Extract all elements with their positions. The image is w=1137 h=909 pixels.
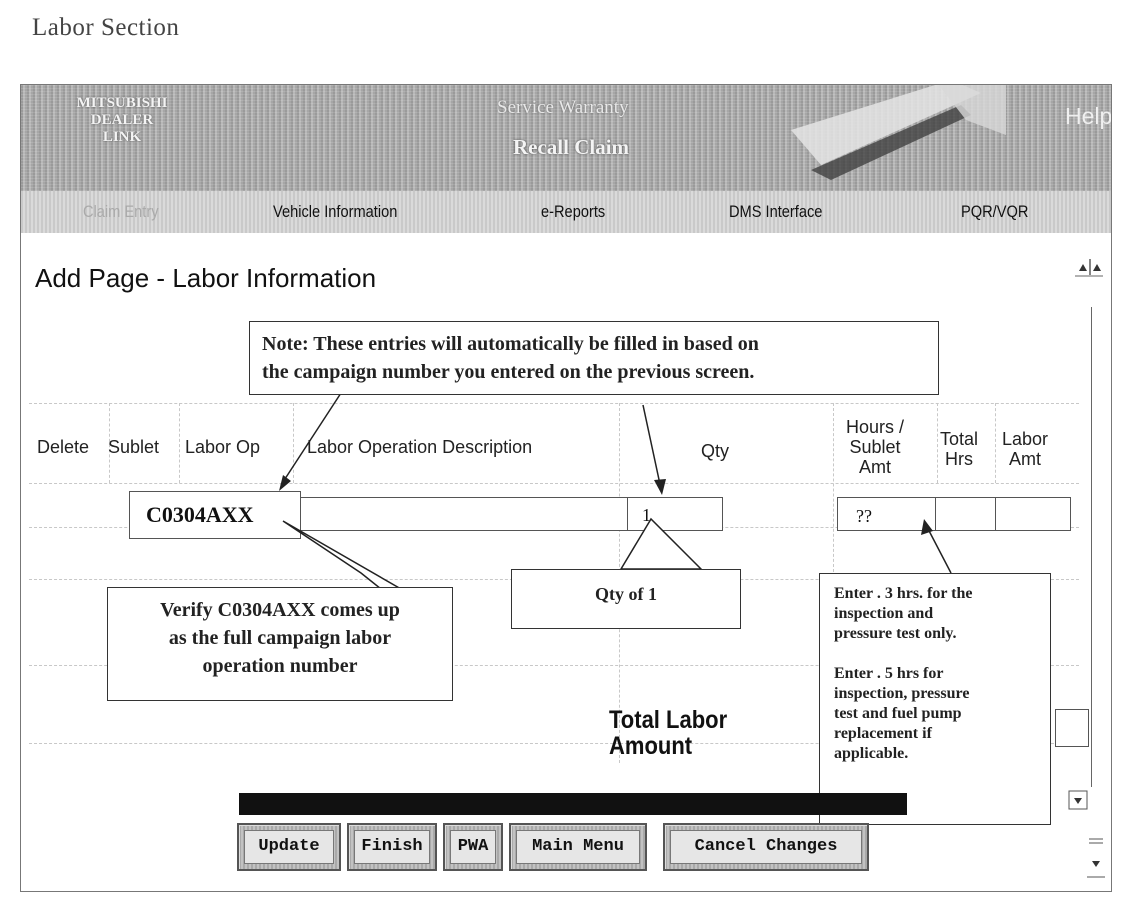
col-header-labor-amt: Labor Amt	[997, 429, 1053, 469]
callout-line: pressure test only.	[834, 625, 957, 642]
recall-claim-title: Recall Claim	[513, 135, 630, 159]
update-button[interactable]: Update	[237, 823, 341, 871]
callout-line: the campaign number you entered on the p…	[262, 361, 755, 383]
total-label-line: Amount	[609, 732, 693, 760]
col-header-sublet: Sublet	[108, 437, 160, 457]
content-title: Add Page - Labor Information	[35, 263, 377, 293]
button-face	[516, 830, 640, 864]
nav-item-e-reports[interactable]: e-Reports	[541, 202, 606, 221]
col-header-line: Sublet	[849, 437, 901, 457]
scrollbar-track[interactable]	[1091, 307, 1092, 787]
total-labor-amount-field[interactable]	[1055, 709, 1089, 747]
callout-line: inspection, pressure	[834, 685, 970, 702]
button-label: Cancel Changes	[694, 837, 838, 856]
callout-line: Verify C0304AXX comes up	[160, 599, 400, 621]
main-menu-button[interactable]: Main Menu	[509, 823, 647, 871]
callout-pointers	[279, 392, 952, 590]
hours-field[interactable]: ??	[837, 497, 937, 531]
button-face	[450, 830, 496, 864]
button-label: Finish	[361, 837, 423, 856]
header-banner: MITSUBISHI DEALER LINK Service Warranty …	[21, 85, 1111, 191]
callout-line: Enter . 3 hrs. for the	[834, 585, 973, 602]
dealer-link-logo[interactable]: MITSUBISHI DEALER LINK	[67, 95, 177, 146]
hours-value: ??	[856, 506, 872, 526]
callout-line: inspection and	[834, 605, 934, 622]
section-heading: Labor Section	[32, 14, 180, 41]
callout-line: replacement if	[834, 725, 932, 742]
col-header-labor-op: Labor Op	[185, 437, 261, 457]
labor-desc-field[interactable]	[299, 497, 629, 531]
button-face	[244, 830, 334, 864]
col-header-labor-desc: Labor Operation Description	[307, 437, 533, 457]
callout-line: test and fuel pump	[834, 705, 962, 722]
button-face	[670, 830, 862, 864]
qty-value: 1	[642, 505, 651, 525]
nav-item-pqr-vqr[interactable]: PQR/VQR	[961, 202, 1029, 221]
col-header-line: Hrs	[945, 449, 973, 469]
hours-callout: Enter . 3 hrs. for the inspection and pr…	[819, 573, 1051, 825]
verify-callout: Verify C0304AXX comes up as the full cam…	[107, 587, 453, 701]
cancel-changes-button[interactable]: Cancel Changes	[663, 823, 869, 871]
col-header-qty: Qty	[701, 441, 730, 461]
labor-amt-field[interactable]	[995, 497, 1071, 531]
labor-op-field[interactable]: C0304AXX	[129, 491, 301, 539]
col-header-line: Labor	[1001, 429, 1049, 449]
col-header-hours-sublet-amt: Hours / Sublet Amt	[837, 417, 913, 477]
total-labor-amount-label: Total Labor Amount	[609, 707, 727, 759]
button-bar	[239, 793, 907, 815]
scroll-up-icon[interactable]	[1073, 255, 1103, 277]
col-header-line: Total	[939, 429, 979, 449]
note-callout: Note: These entries will automatically b…	[249, 321, 939, 395]
scroll-down-icon[interactable]	[1085, 833, 1107, 883]
button-label: Main Menu	[532, 837, 624, 856]
logo-line: DEALER	[90, 112, 154, 128]
callout-line: operation number	[202, 655, 358, 677]
total-label-line: Total Labor	[609, 706, 728, 734]
col-header-delete: Delete	[37, 437, 90, 457]
button-face	[354, 830, 430, 864]
col-header-line: Hours /	[845, 417, 905, 437]
qty-callout: Qty of 1	[511, 569, 741, 629]
callout-line: as the full campaign labor	[168, 627, 392, 649]
labor-op-value: C0304AXX	[146, 502, 254, 527]
pwa-button[interactable]: PWA	[443, 823, 503, 871]
total-hrs-field[interactable]	[935, 497, 997, 531]
service-warranty-title: Service Warranty	[497, 97, 629, 118]
callout-spacer	[834, 644, 1050, 664]
callout-line: Enter . 5 hrs for	[834, 665, 944, 682]
app-window: MITSUBISHI DEALER LINK Service Warranty …	[20, 84, 1112, 892]
callout-line: applicable.	[834, 745, 909, 762]
help-link[interactable]: Help	[1065, 103, 1111, 129]
qty-field[interactable]: 1	[627, 497, 723, 531]
button-label: PWA	[457, 837, 489, 856]
logo-line: MITSUBISHI	[76, 95, 168, 111]
nav-item-vehicle-information[interactable]: Vehicle Information	[273, 202, 398, 221]
nav-item-dms-interface[interactable]: DMS Interface	[729, 202, 823, 221]
callout-line: Note: These entries will automatically b…	[262, 333, 759, 355]
col-header-total-hrs: Total Hrs	[933, 429, 985, 469]
pen-illustration	[791, 85, 1006, 180]
logo-line: LINK	[102, 129, 142, 145]
nav-item-claim-entry[interactable]: Claim Entry	[83, 202, 159, 221]
dropdown-arrow-icon[interactable]	[1067, 789, 1089, 811]
nav-bar: Claim Entry Vehicle Information e-Report…	[21, 191, 1111, 233]
col-header-line: Amt	[1008, 449, 1041, 469]
button-label: Update	[258, 837, 320, 856]
col-header-line: Amt	[858, 457, 891, 477]
finish-button[interactable]: Finish	[347, 823, 437, 871]
